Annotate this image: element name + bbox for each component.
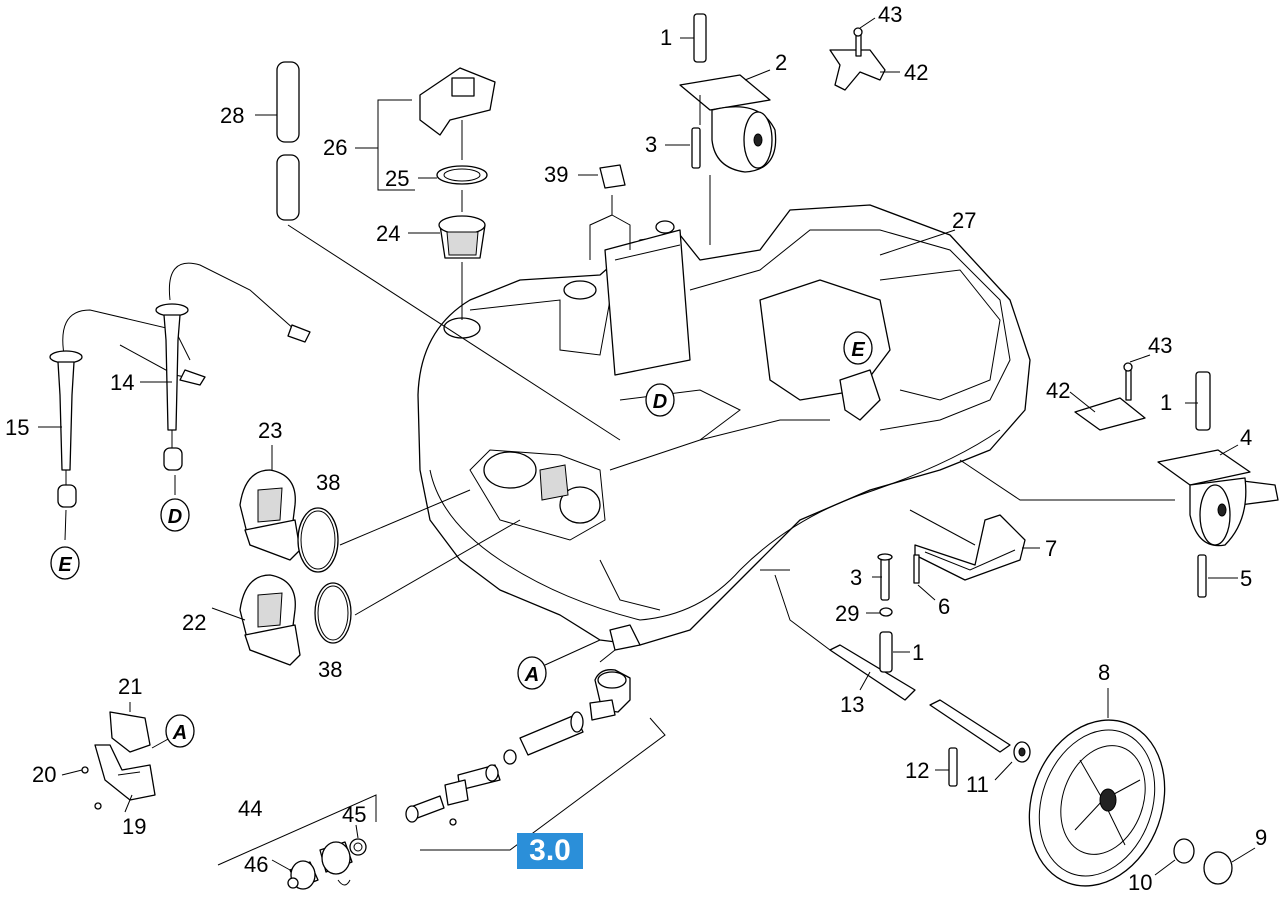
post-28 [276,61,621,441]
label-12: 12 [905,758,929,783]
part-number-labels: 1 2 3 43 42 28 26 25 24 39 27 14 15 23 3… [5,2,1267,895]
svg-text:E: E [58,554,72,576]
label-20: 20 [32,762,56,787]
label-29: 29 [835,601,859,626]
svg-text:A: A [524,664,539,686]
svg-text:D: D [168,506,182,528]
axle-assembly [774,553,1256,887]
label-21: 21 [118,674,142,699]
label-24: 24 [376,221,400,246]
label-43-right: 43 [1148,333,1172,358]
bracket-19 [81,711,156,810]
label-1-axle: 1 [912,640,924,665]
letter-e-left: E [50,546,80,580]
label-10: 10 [1128,870,1152,895]
label-28: 28 [220,103,244,128]
label-3-top: 3 [645,132,657,157]
label-14: 14 [110,370,134,395]
label-19: 19 [122,814,146,839]
letter-a-mid: A [517,656,547,690]
label-25: 25 [385,166,409,191]
label-13: 13 [840,692,864,717]
letter-d-tank: D [645,383,675,417]
label-5: 5 [1240,566,1252,591]
label-4: 4 [1240,425,1252,450]
label-1-right: 1 [1160,390,1172,415]
label-15: 15 [5,415,29,440]
label-2: 2 [775,50,787,75]
handle-7 [909,509,1026,584]
label-43-top: 43 [878,2,902,27]
letter-e-tank: E [843,331,873,365]
clip-39 [589,164,631,260]
label-22: 22 [182,610,206,635]
label-27: 27 [952,208,976,233]
caster-top-assembly [679,13,777,245]
label-45: 45 [342,802,366,827]
svg-text:E: E [851,339,865,361]
svg-text:A: A [172,722,187,744]
bracket-top [829,27,886,91]
label-7: 7 [1045,536,1057,561]
label-26: 26 [323,135,347,160]
hose-connector-assembly [217,649,666,890]
letter-a-left: A [165,714,195,748]
label-1-top: 1 [660,25,672,50]
label-3-axle: 3 [850,565,862,590]
assembly-badge: 3.0 [517,833,583,869]
svg-text:D: D [653,391,667,413]
tank-body [417,204,1031,651]
label-39: 39 [544,162,568,187]
label-6: 6 [938,594,950,619]
label-42-top: 42 [904,60,928,85]
label-38-bottom: 38 [318,657,342,682]
float-hoses [49,262,311,508]
label-23: 23 [258,418,282,443]
label-46: 46 [244,852,268,877]
leader-lines [38,17,1239,876]
label-38-top: 38 [316,470,340,495]
label-42-right: 42 [1046,378,1070,403]
label-44: 44 [238,796,262,821]
label-8: 8 [1098,660,1110,685]
reference-letters: D E A E D A [50,331,873,748]
filter-covers [239,469,521,666]
letter-d-left: D [160,498,190,532]
caster-right-assembly [959,362,1279,598]
filter-assembly [419,67,496,320]
label-9: 9 [1255,825,1267,850]
label-11: 11 [966,772,989,797]
